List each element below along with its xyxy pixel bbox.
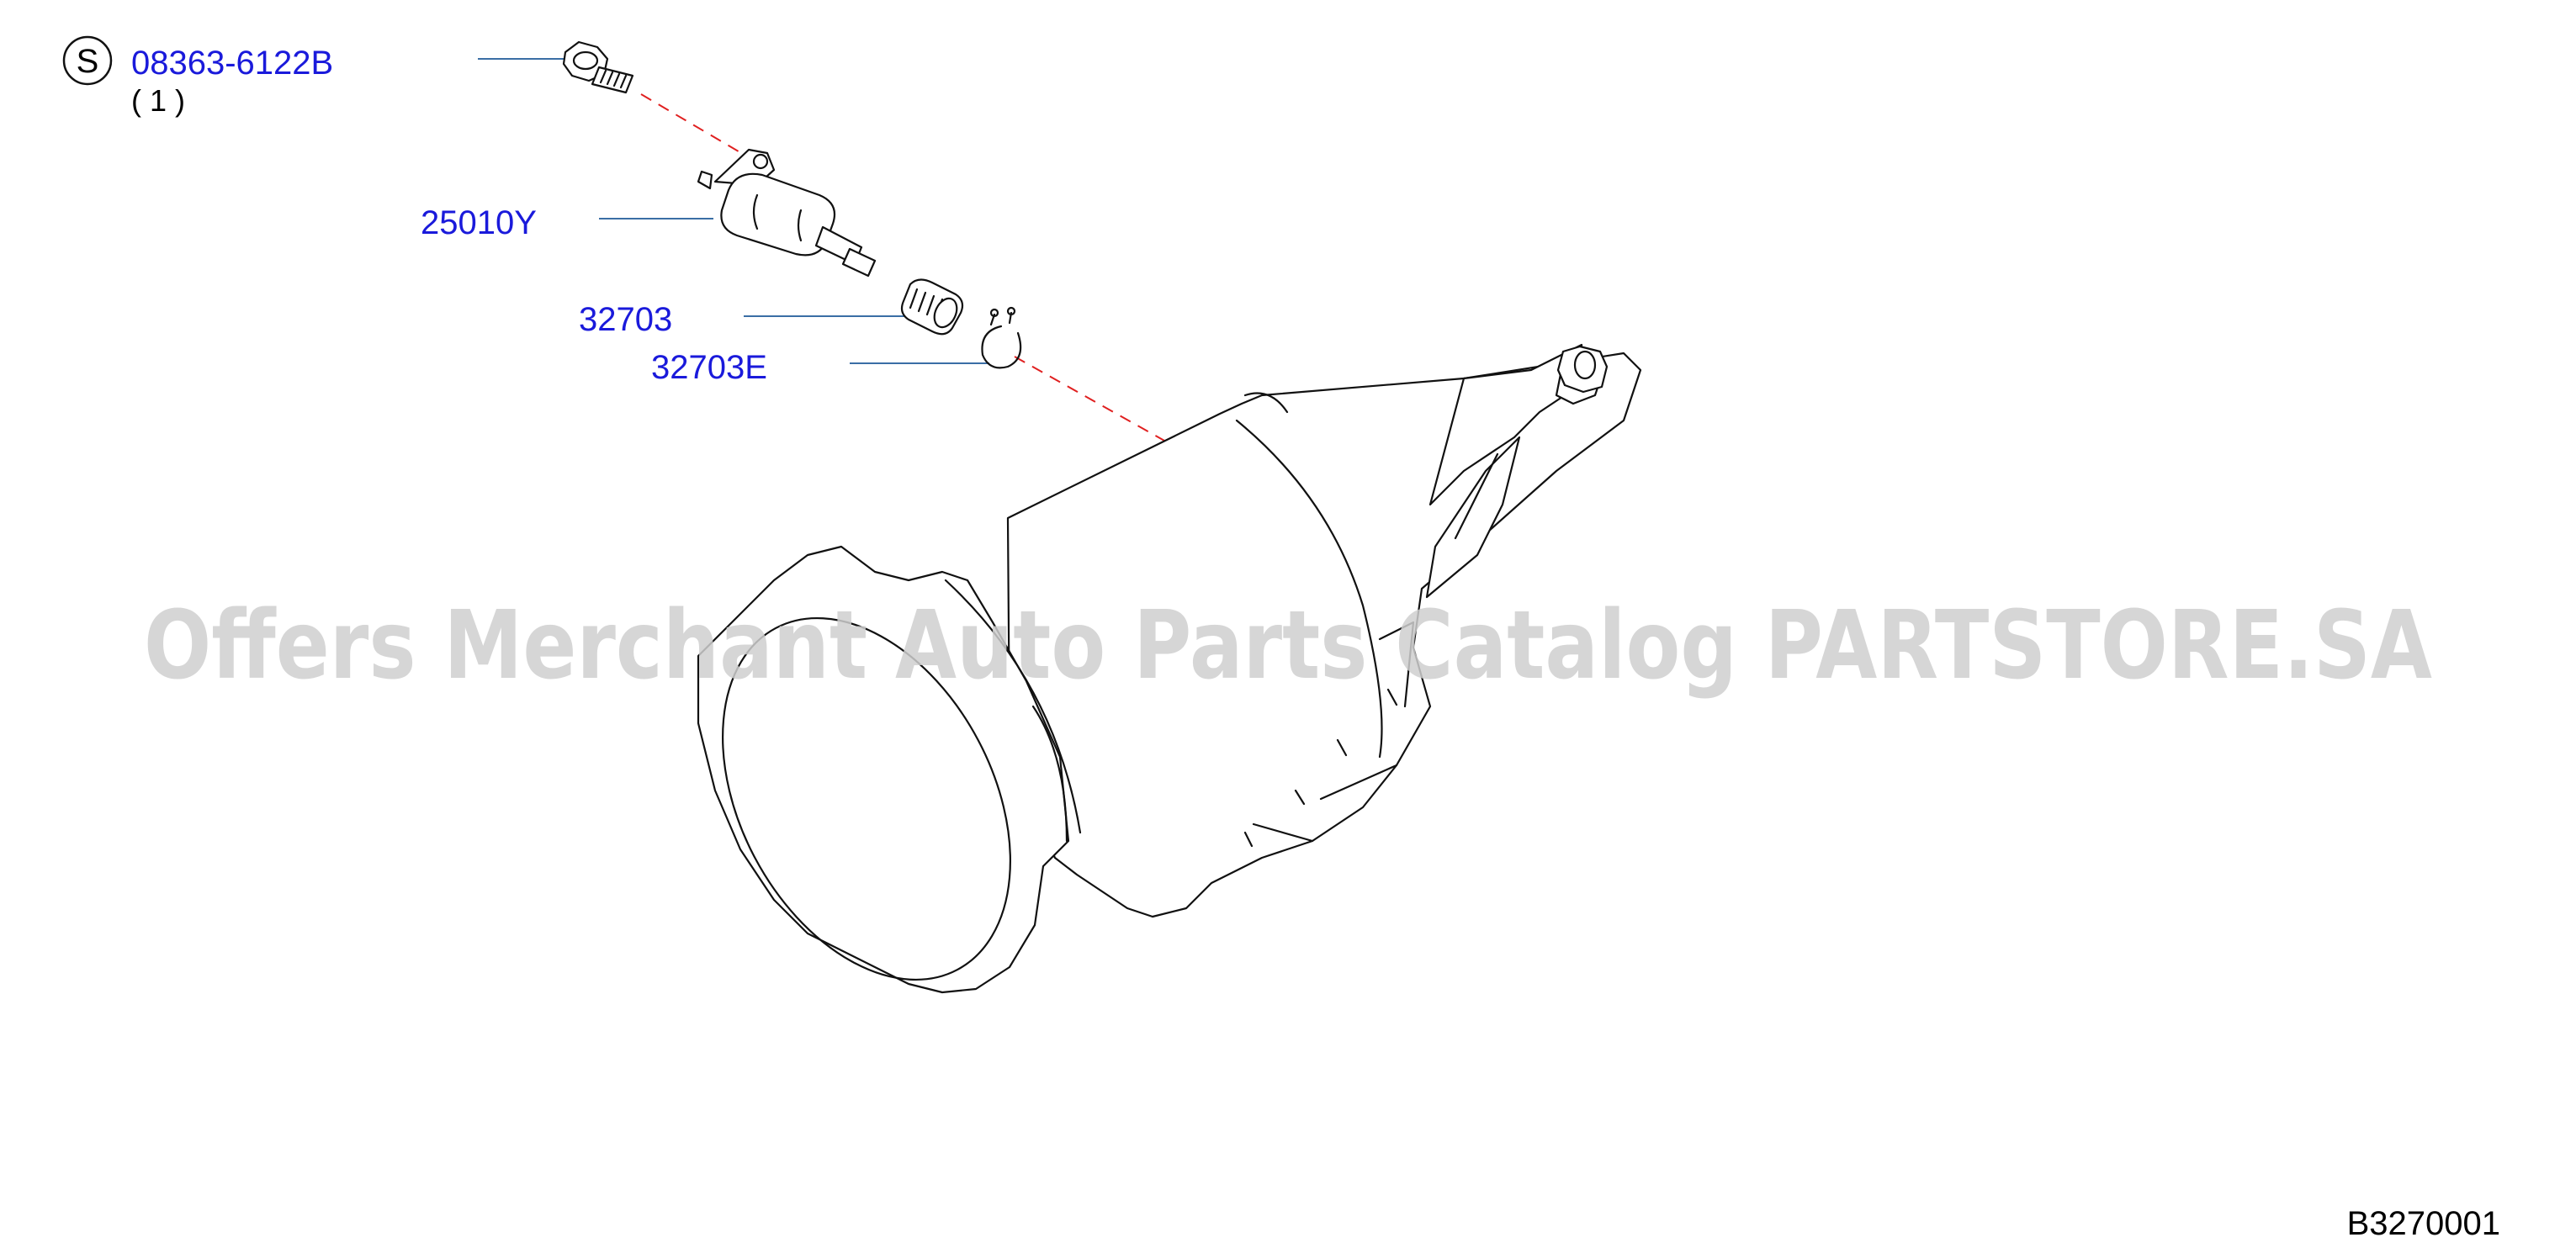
snap-ring-part-number[interactable]: 32703E: [651, 349, 767, 386]
snap-ring-drawing: [981, 306, 1022, 369]
standard-part-symbol: S: [77, 43, 99, 80]
assembly-axis-upper: [640, 93, 748, 157]
speed-sensor-part-number[interactable]: 25010Y: [421, 204, 537, 241]
pinion-gear-part-number[interactable]: 32703: [579, 301, 672, 338]
watermark: Offers Merchant Auto Parts Catalog PARTS…: [144, 591, 2432, 701]
callout-pinion-gear[interactable]: 32703: [579, 301, 917, 338]
transmission-bell-housing: [697, 545, 1070, 994]
callout-bolt[interactable]: S 08363-6122B ( 1 ): [62, 35, 565, 118]
speed-sensor-drawing: [697, 148, 877, 278]
standard-part-symbol-circle: [62, 35, 113, 86]
assembly-axis-lower: [1014, 356, 1180, 450]
diagram-code: B3270001: [2347, 1205, 2500, 1242]
bell-housing-opening: [722, 616, 1011, 981]
bolt-part-number[interactable]: 08363-6122B: [131, 45, 333, 82]
pinion-gear-drawing: [900, 278, 964, 336]
callout-speed-sensor[interactable]: 25010Y: [421, 204, 713, 241]
bolt-quantity: ( 1 ): [131, 83, 185, 118]
callout-snap-ring[interactable]: 32703E: [651, 349, 989, 386]
bolt-drawing: [562, 40, 634, 94]
transmission-drawing: [697, 343, 1642, 994]
output-shaft: [1556, 345, 1609, 394]
